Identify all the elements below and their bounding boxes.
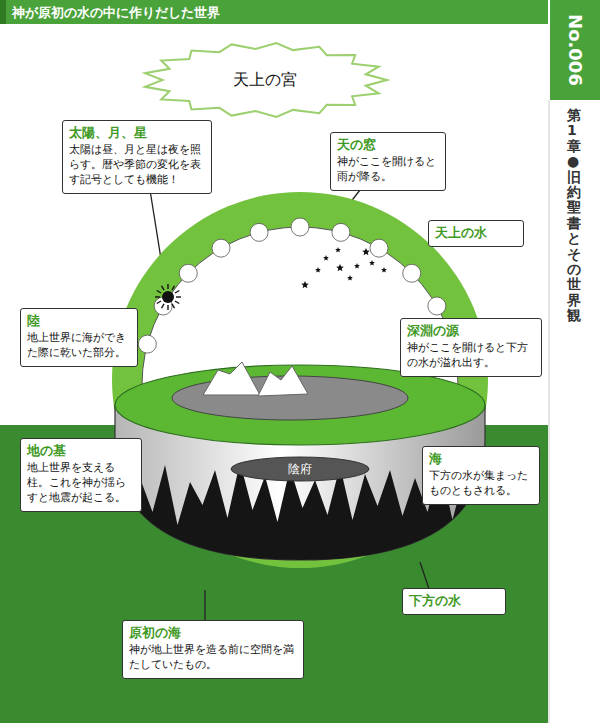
callout-tail [204, 590, 205, 622]
callout-heading: 陸 [27, 313, 131, 329]
number-label: No.006 [565, 14, 586, 86]
callout-heading: 海 [429, 451, 533, 467]
title: 神が原初の水の中に作りだした世界 [12, 4, 220, 22]
callout-heading: 天上の宮 [233, 70, 297, 90]
callout-body: 地上世界を支える柱。これを神が揺らすと地震が起こる。 [27, 461, 135, 506]
sun-ray [167, 284, 168, 289]
callout-box: 地の基地上世界を支える柱。これを神が揺らすと地震が起こる。 [20, 438, 142, 512]
star [347, 275, 353, 280]
callout-box: 陸地上世界に海ができた際に乾いた部分。 [20, 308, 138, 367]
callout-box: 太陽、月、星太陽は昼、月と星は夜を照らす。暦や季節の変化を表す記号としても機能！ [62, 120, 212, 194]
heaven-window [370, 239, 388, 257]
mountain [203, 362, 260, 395]
star [362, 248, 370, 255]
callout-box: 下方の水 [402, 588, 506, 615]
callout-body: 地上世界に海ができた際に乾いた部分。 [27, 331, 131, 361]
sun-ray [155, 296, 160, 297]
callout-heading: 天の窓 [337, 137, 439, 153]
star [354, 263, 360, 268]
title-bar-mark [0, 0, 6, 24]
chapter-label: 第1章●旧約聖書とその世界観 [567, 108, 581, 323]
star [369, 260, 375, 265]
callout-box: 海下方の水が集まったものともされる。 [422, 446, 540, 505]
sun-ray [172, 286, 175, 290]
star-symbols [301, 247, 387, 288]
star [381, 267, 387, 272]
dark-ground [0, 425, 548, 723]
star [336, 264, 344, 271]
callout-heading: 原初の海 [129, 625, 297, 641]
callout-heading: 下方の水 [409, 593, 499, 609]
sun-ray [175, 291, 179, 294]
callout-box: 天の窓神がここを開けると雨が降る。 [330, 132, 446, 191]
sun-ray [162, 286, 165, 290]
sun-ray [167, 305, 168, 310]
callout-heading: 深淵の源 [407, 323, 535, 339]
callout-heading: 太陽、月、星 [69, 125, 205, 141]
star [335, 247, 341, 252]
heaven-window [250, 223, 268, 241]
callout-body: 神がここを開けると下方の水が溢れ出す。 [407, 341, 535, 371]
side-rule [549, 100, 550, 723]
heaven-window [332, 223, 350, 241]
ellipse-outline [231, 457, 369, 481]
sun-symbol [155, 284, 181, 310]
callout-box: 天上の水 [428, 220, 524, 247]
sun-ray [176, 296, 181, 297]
sun-ray [157, 301, 161, 304]
underworld-ellipse: 陰府 [230, 456, 370, 482]
star [315, 267, 321, 272]
callout-body: 神がここを開けると雨が降る。 [337, 155, 439, 185]
sun-ray [157, 291, 161, 294]
callout-box: 深淵の源神がここを開けると下方の水が溢れ出す。 [400, 318, 542, 377]
callout-heading: 地の基 [27, 443, 135, 459]
sun-ray [162, 304, 165, 308]
cloud-outline [145, 43, 387, 117]
callout-body: 神が地上世界を造る前に空間を満たしていたもの。 [129, 643, 297, 673]
heaven-window [138, 335, 156, 353]
callout-box: 原初の海神が地上世界を造る前に空間を満たしていたもの。 [122, 620, 304, 679]
star [301, 281, 309, 288]
heaven-window [212, 239, 230, 257]
sun-ray [172, 304, 175, 308]
mountain [258, 366, 308, 396]
moon-symbol [392, 287, 408, 308]
title-bar [0, 0, 548, 24]
heaven-window [179, 264, 197, 282]
sun-ray [175, 301, 179, 304]
callout-heading: 天上の水 [435, 225, 517, 241]
heaven-window [428, 297, 446, 315]
earth-surface [115, 365, 485, 445]
sun-disc [162, 291, 174, 303]
heaven-window [403, 264, 421, 282]
callout-body: 太陽は昼、月と星は夜を照らす。暦や季節の変化を表す記号としても機能！ [69, 143, 205, 188]
star [323, 255, 329, 260]
heaven-window [291, 218, 309, 236]
palace-cloud: 天上の宮 [140, 40, 390, 120]
callout-heading: 陰府 [288, 462, 312, 477]
number-tab [550, 0, 600, 100]
callout-body: 下方の水が集まったものともされる。 [429, 469, 533, 499]
